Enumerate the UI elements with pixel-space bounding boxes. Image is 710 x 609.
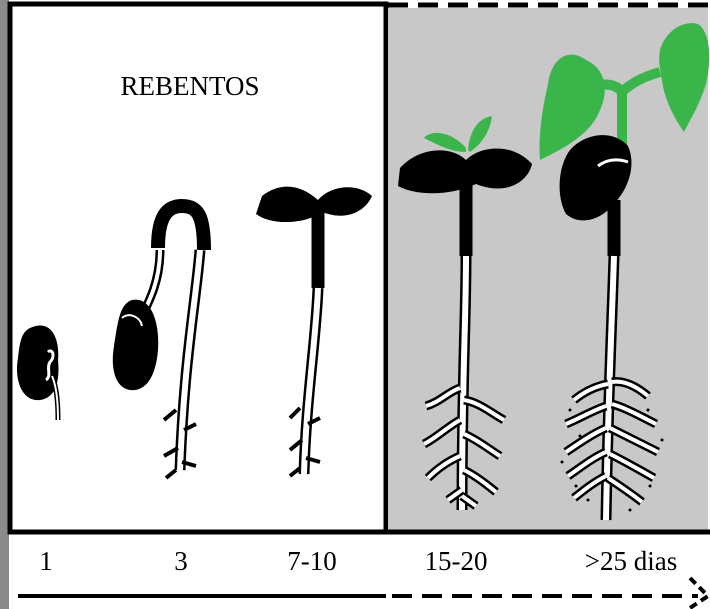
timeline-arrowhead <box>690 578 708 608</box>
stage-label-2: 3 <box>174 546 188 576</box>
stage-label-1: 1 <box>39 546 53 576</box>
stage-label-5: >25 dias <box>585 546 677 576</box>
stage-label-4: 15-20 <box>425 546 488 576</box>
diagram-title: REBENTOS <box>120 71 259 101</box>
stage-label-3: 7-10 <box>287 546 337 576</box>
